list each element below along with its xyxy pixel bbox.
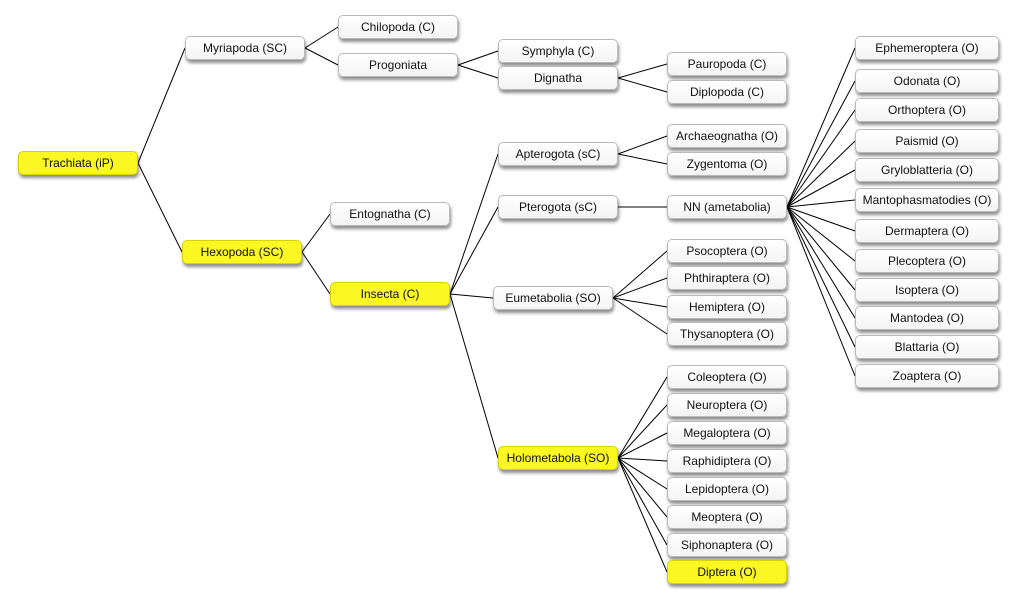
node-pterogota: Pterogota (sC) xyxy=(498,195,618,219)
edge-holometabola-diptera xyxy=(617,457,668,573)
edge-apterogota-zygentoma xyxy=(617,153,668,165)
edge-nn_ametabolia-orthoptera xyxy=(786,109,856,208)
node-orthoptera: Orthoptera (O) xyxy=(855,98,999,122)
edge-myriapoda-chilopoda xyxy=(304,26,339,49)
node-archaeognatha: Archaeognatha (O) xyxy=(667,124,787,148)
edge-apterogota-archaeognatha xyxy=(617,135,668,155)
edge-progoniata-dignatha xyxy=(457,64,499,79)
node-odonata: Odonata (O) xyxy=(855,69,999,93)
node-trachiata: Trachiata (iP) xyxy=(18,151,138,175)
edge-nn_ametabolia-ephemeroptera xyxy=(786,47,856,208)
node-hemiptera: Hemiptera (O) xyxy=(667,295,787,319)
node-isoptera: Isoptera (O) xyxy=(855,278,999,302)
edge-nn_ametabolia-zoaptera xyxy=(786,206,856,377)
node-symphyla: Symphyla (C) xyxy=(498,39,618,63)
edge-holometabola-megaloptera xyxy=(617,432,668,459)
edge-myriapoda-progoniata xyxy=(304,47,339,66)
node-blattaria: Blattaria (O) xyxy=(855,335,999,359)
node-ephemeroptera: Ephemeroptera (O) xyxy=(855,36,999,60)
node-insecta: Insecta (C) xyxy=(330,282,450,306)
edge-nn_ametabolia-blattaria xyxy=(786,206,856,348)
edge-nn_ametabolia-mantodea xyxy=(786,206,856,319)
edge-nn_ametabolia-isoptera xyxy=(786,206,856,291)
node-nn-ametabolia: NN (ametabolia) xyxy=(667,195,787,219)
node-meoptera: Meoptera (O) xyxy=(667,505,787,529)
node-chilopoda: Chilopoda (C) xyxy=(338,15,458,39)
edge-nn_ametabolia-paismid xyxy=(786,140,856,208)
node-holometabola: Holometabola (SO) xyxy=(498,446,618,470)
edge-nn_ametabolia-dermaptera xyxy=(786,206,856,232)
edge-holometabola-meoptera xyxy=(617,457,668,518)
edge-hexopoda-insecta xyxy=(301,251,331,295)
node-apterogota: Apterogota (sC) xyxy=(498,142,618,166)
edge-insecta-holometabola xyxy=(449,293,499,459)
edge-progoniata-symphyla xyxy=(457,50,499,66)
node-coleoptera: Coleoptera (O) xyxy=(667,365,787,389)
edge-trachiata-myriapoda xyxy=(137,47,186,164)
edge-holometabola-raphidiptera xyxy=(617,457,668,462)
edge-nn_ametabolia-odonata xyxy=(786,80,856,208)
edge-hexopoda-entognatha xyxy=(301,213,331,253)
node-megaloptera: Megaloptera (O) xyxy=(667,421,787,445)
edge-insecta-apterogota xyxy=(449,153,499,295)
node-paismid: Paismid (O) xyxy=(855,129,999,153)
edge-nn_ametabolia-plecoptera xyxy=(786,206,856,262)
node-mantodea: Mantodea (O) xyxy=(855,306,999,330)
edge-eumetabolia-thysanoptera xyxy=(612,297,668,335)
edge-nn_ametabolia-gryloblatteria xyxy=(786,169,856,208)
edge-eumetabolia-phthiraptera xyxy=(612,277,668,299)
edge-eumetabolia-hemiptera xyxy=(612,297,668,308)
node-hexopoda: Hexopoda (SC) xyxy=(182,240,302,264)
node-gryloblatteria: Gryloblatteria (O) xyxy=(855,158,999,182)
edge-holometabola-lepidoptera xyxy=(617,457,668,490)
node-progoniata: Progoniata xyxy=(338,53,458,77)
edge-insecta-eumetabolia xyxy=(449,293,494,299)
node-neuroptera: Neuroptera (O) xyxy=(667,393,787,417)
edge-holometabola-siphonaptera xyxy=(617,457,668,546)
node-dignatha: Dignatha xyxy=(498,66,618,90)
edge-holometabola-neuroptera xyxy=(617,404,668,459)
edge-dignatha-diplopoda xyxy=(617,77,668,93)
edge-trachiata-hexopoda xyxy=(137,162,183,253)
node-psocoptera: Psocoptera (O) xyxy=(667,239,787,263)
edge-nn_ametabolia-mantophasmatodies xyxy=(786,199,856,208)
node-myriapoda: Myriapoda (SC) xyxy=(185,36,305,60)
node-lepidoptera: Lepidoptera (O) xyxy=(667,477,787,501)
node-dermaptera: Dermaptera (O) xyxy=(855,219,999,243)
node-siphonaptera: Siphonaptera (O) xyxy=(667,533,787,557)
edge-eumetabolia-psocoptera xyxy=(612,250,668,299)
edge-insecta-pterogota xyxy=(449,206,499,295)
node-thysanoptera: Thysanoptera (O) xyxy=(667,322,787,346)
node-pauropoda: Pauropoda (C) xyxy=(667,52,787,76)
node-plecoptera: Plecoptera (O) xyxy=(855,249,999,273)
node-diplopoda: Diplopoda (C) xyxy=(667,80,787,104)
node-eumetabolia: Eumetabolia (SO) xyxy=(493,286,613,310)
node-mantophasmatodies: Mantophasmatodies (O) xyxy=(855,188,999,212)
node-phthiraptera: Phthiraptera (O) xyxy=(667,266,787,290)
node-zoaptera: Zoaptera (O) xyxy=(855,364,999,388)
edge-holometabola-coleoptera xyxy=(617,376,668,459)
edge-dignatha-pauropoda xyxy=(617,63,668,79)
node-entognatha: Entognatha (C) xyxy=(330,202,450,226)
node-raphidiptera: Raphidiptera (O) xyxy=(667,449,787,473)
node-zygentoma: Zygentoma (O) xyxy=(667,152,787,176)
node-diptera: Diptera (O) xyxy=(667,560,787,584)
